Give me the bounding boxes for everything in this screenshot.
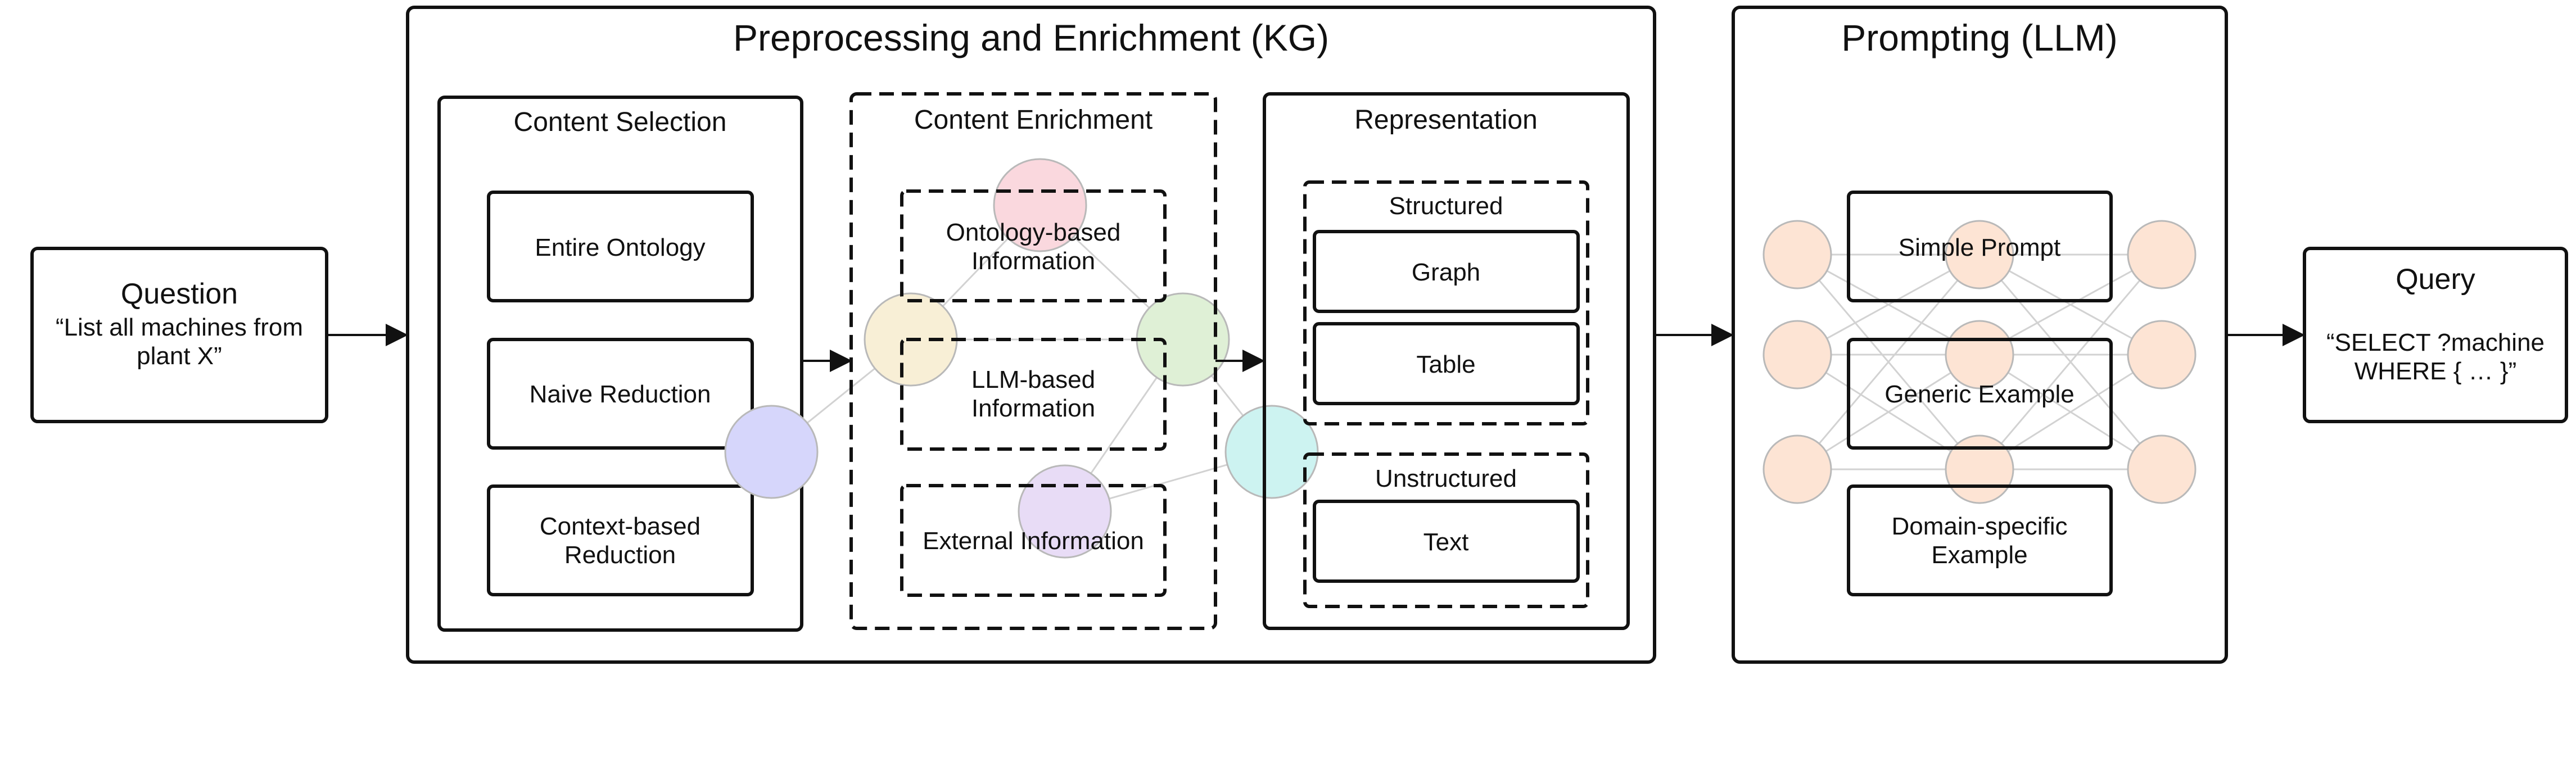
representation-title: Representation (1354, 105, 1538, 135)
unstructured-title: Unstructured (1375, 465, 1517, 492)
table-box: Table (1313, 322, 1580, 405)
content-selection-section: Content Selection Entire Ontology Naive … (437, 96, 803, 632)
nn-edge (1797, 253, 1980, 356)
content-enrichment-section: Content Enrichment Ontology-based Inform… (849, 92, 1217, 630)
llm-based-information-label-line2: Information (971, 395, 1095, 422)
naive-reduction-label: Naive Reduction (530, 381, 711, 408)
ontology-based-information-label-line2: Information (971, 247, 1095, 275)
simple-prompt-label: Simple Prompt (1899, 234, 2061, 261)
question-title: Question (121, 278, 238, 310)
question-text-line2: plant X” (137, 342, 222, 370)
query-box: Query “SELECT ?machine WHERE { … }” (2303, 247, 2568, 423)
domain-specific-example-label-line2: Example (1931, 541, 2027, 569)
preprocessing-title: Preprocessing and Enrichment (KG) (733, 17, 1329, 58)
question-text-line1: “List all machines from (56, 314, 303, 341)
kg-node-pink (993, 158, 1087, 252)
unstructured-group: Unstructured Text (1303, 452, 1589, 608)
nn-node (1945, 320, 2014, 390)
generic-example-label: Generic Example (1884, 381, 2074, 408)
kg-node-blue (724, 405, 819, 499)
content-selection-title: Content Selection (514, 107, 727, 137)
llm-based-information-label-line1: LLM-based (971, 366, 1095, 393)
structured-title: Structured (1389, 192, 1503, 220)
nn-node (2127, 320, 2197, 390)
prompting-options: Simple Prompt Generic Example Domain-spe… (1847, 191, 2113, 596)
external-information-label: External Information (923, 527, 1144, 555)
knowledge-graph-decoration (724, 158, 1319, 559)
prompting-title: Prompting (LLM) (1841, 17, 2118, 58)
kg-node-purple (1018, 464, 1112, 559)
query-text-line2: WHERE { … }” (2354, 357, 2517, 385)
query-title: Query (2396, 263, 2475, 296)
neural-network-decoration (1762, 220, 2197, 504)
nn-node (1762, 320, 1832, 390)
graph-box: Graph (1313, 230, 1580, 313)
simple-prompt-box: Simple Prompt (1847, 191, 2113, 302)
domain-specific-example-box: Domain-specific Example (1847, 484, 2113, 596)
structured-group: Structured Graph Table (1303, 180, 1589, 425)
representation-section: Representation Structured Graph Table Un… (1263, 92, 1630, 630)
nn-node (2127, 220, 2197, 289)
generic-example-box: Generic Example (1847, 338, 2113, 450)
nn-edge (1979, 354, 2162, 470)
context-based-reduction-box: Context-based Reduction (487, 484, 754, 596)
llm-based-information-box: LLM-based Information (900, 338, 1167, 451)
entire-ontology-box: Entire Ontology (487, 191, 754, 302)
nn-edge (1978, 254, 2163, 470)
content-enrichment-title: Content Enrichment (914, 105, 1153, 135)
prompting-panel: Prompting (LLM) (1732, 6, 2228, 664)
domain-specific-example-label-line1: Domain-specific (1892, 513, 2068, 540)
context-based-reduction-label-line1: Context-based (540, 513, 701, 540)
nn-node (1762, 220, 1832, 289)
ontology-based-information-label-line1: Ontology-based (946, 219, 1121, 246)
external-information-box: External Information (900, 484, 1167, 597)
question-box: Question “List all machines from plant X… (30, 247, 328, 423)
table-label: Table (1416, 351, 1475, 378)
nn-node (1945, 434, 2014, 504)
kg-node-cyan (1224, 405, 1319, 499)
nn-edge (1796, 254, 1981, 470)
nn-node (2127, 434, 2197, 504)
naive-reduction-box: Naive Reduction (487, 338, 754, 450)
nn-node (1945, 220, 2014, 289)
nn-edge (1797, 354, 1980, 470)
text-box: Text (1313, 500, 1580, 583)
text-label: Text (1423, 528, 1469, 556)
graph-label: Graph (1412, 259, 1480, 286)
nn-node (1762, 434, 1832, 504)
context-based-reduction-label-line2: Reduction (564, 541, 676, 569)
query-text-line1: “SELECT ?machine (2326, 329, 2545, 356)
ontology-based-information-box: Ontology-based Information (900, 189, 1167, 302)
entire-ontology-label: Entire Ontology (535, 234, 705, 261)
